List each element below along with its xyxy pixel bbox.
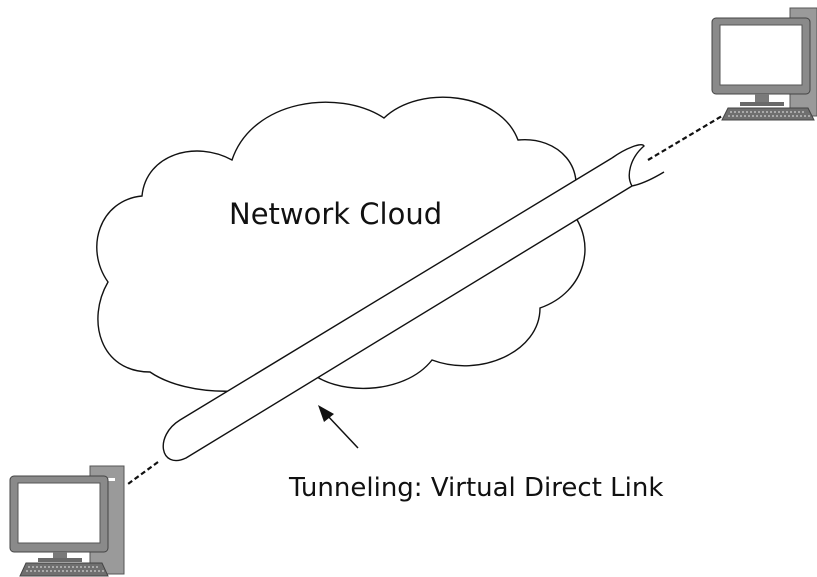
keyboard	[19, 562, 109, 577]
screen	[17, 482, 101, 544]
computer-top-right	[711, 7, 817, 121]
tunnel-label: Tunneling: Virtual Direct Link	[288, 473, 663, 503]
screen	[719, 24, 803, 86]
network-cloud: Network Cloud	[96, 96, 586, 392]
tunnel-pipe	[162, 144, 665, 461]
dashed-link-bottom	[127, 461, 159, 485]
tunnel-body	[162, 157, 633, 461]
computer-bottom-left	[9, 465, 125, 577]
keyboard	[721, 107, 815, 121]
cloud-shape	[96, 96, 586, 392]
tunnel-pointer-arrow	[318, 405, 359, 449]
dashed-link-top	[647, 115, 723, 161]
tunnel-mouth	[611, 144, 665, 187]
cloud-label: Network Cloud	[229, 197, 442, 231]
